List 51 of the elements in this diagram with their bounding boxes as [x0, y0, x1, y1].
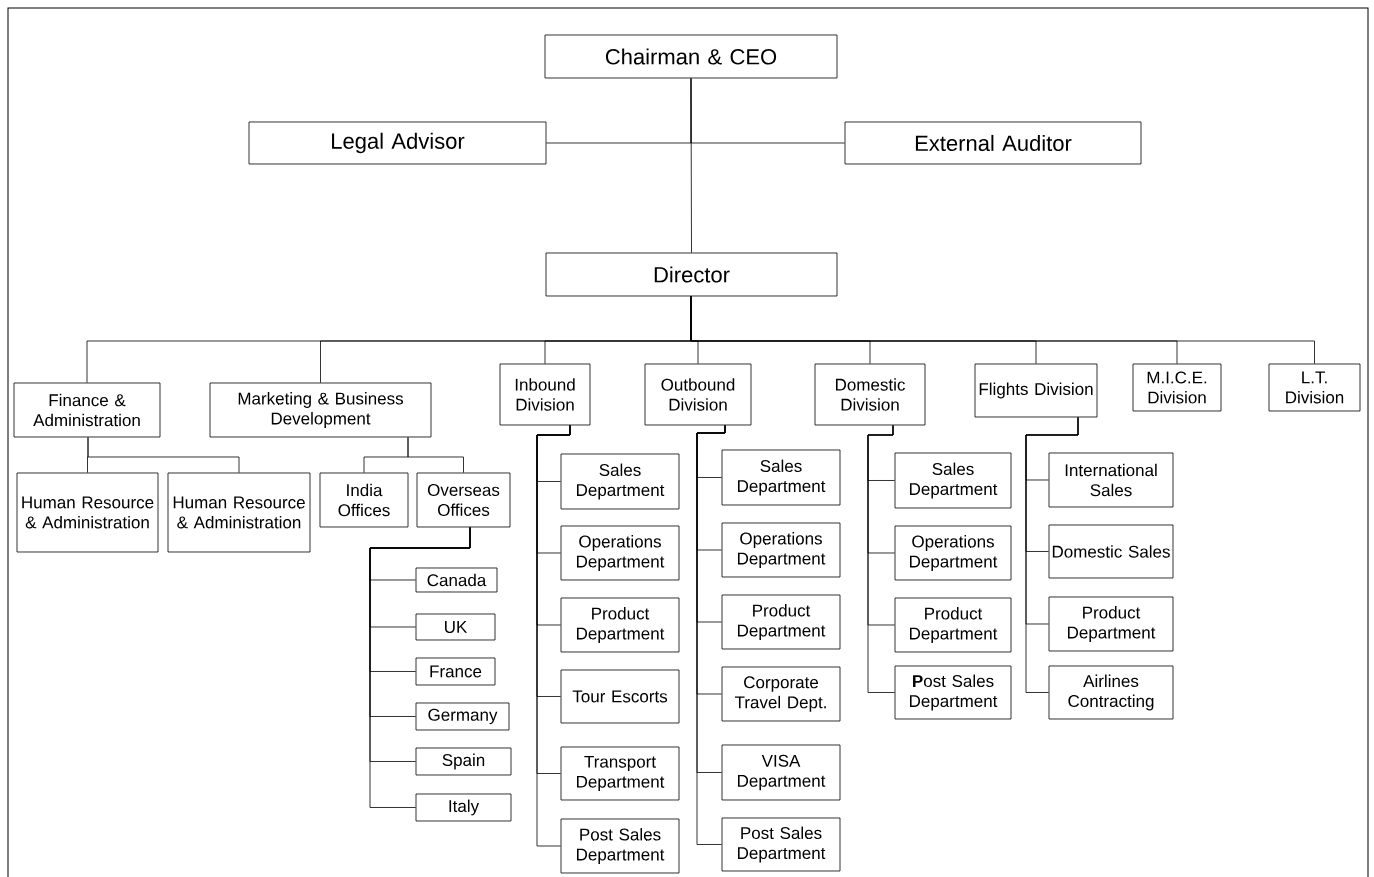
org-box: Director [545, 252, 838, 297]
org-box: Product Department [894, 597, 1012, 653]
org-box: Outbound Division [644, 363, 752, 426]
org-box: Sales Department [721, 449, 841, 506]
connector-line [1025, 417, 1079, 693]
org-box: Human Resource & Administration [167, 472, 311, 553]
org-box: Spain [415, 747, 512, 776]
org-box: Canada [415, 567, 498, 593]
org-box: Product Department [1048, 596, 1174, 652]
connector-line [690, 78, 692, 253]
org-box: Post Sales Department [894, 665, 1012, 720]
org-box: Overseas Offices [416, 472, 511, 528]
org-box: External Auditor [844, 121, 1142, 165]
org-box: Legal Advisor [248, 121, 547, 165]
org-box: M.I.C.E. Division [1132, 363, 1222, 412]
connector-line [369, 527, 471, 808]
org-box: Chairman & CEO [544, 34, 838, 79]
connector-line [87, 437, 240, 473]
org-box: Operations Department [560, 525, 680, 581]
org-box: L.T. Division [1268, 363, 1361, 412]
org-box: Finance & Administration [13, 382, 161, 438]
org-box: Product Department [721, 594, 841, 650]
org-box: Operations Department [721, 522, 841, 578]
org-box: Sales Department [894, 452, 1012, 509]
org-box: India Offices [319, 472, 409, 528]
org-box: Inbound Division [499, 363, 591, 426]
org-box: Post Sales Department [721, 817, 841, 872]
org-box: Airlines Contracting [1048, 665, 1174, 720]
org-box: Italy [415, 793, 512, 822]
connector-line [690, 296, 1315, 364]
org-box: Human Resource & Administration [16, 472, 159, 553]
connector-line [696, 425, 726, 845]
org-box: Operations Department [894, 525, 1012, 581]
org-box: UK [415, 613, 496, 641]
connector-line [536, 425, 571, 847]
org-box: Germany [415, 702, 510, 731]
org-box: Corporate Travel Dept. [721, 666, 841, 722]
org-box: Sales Department [560, 453, 680, 510]
org-box: Post Sales Department [560, 818, 680, 874]
org-box: Tour Escorts [560, 669, 680, 724]
org-box: VISA Department [721, 744, 841, 801]
org-box: Domestic Sales [1048, 524, 1174, 579]
org-box: International Sales [1048, 452, 1174, 508]
connector-line [867, 425, 895, 693]
org-box: Flights Division [974, 363, 1098, 418]
connector-line [407, 437, 464, 473]
org-box: France [415, 657, 496, 686]
org-box: Product Department [560, 597, 680, 653]
org-box: Transport Department [560, 746, 680, 801]
org-box: Domestic Division [814, 363, 926, 426]
org-box: Marketing & Business Development [209, 382, 432, 438]
